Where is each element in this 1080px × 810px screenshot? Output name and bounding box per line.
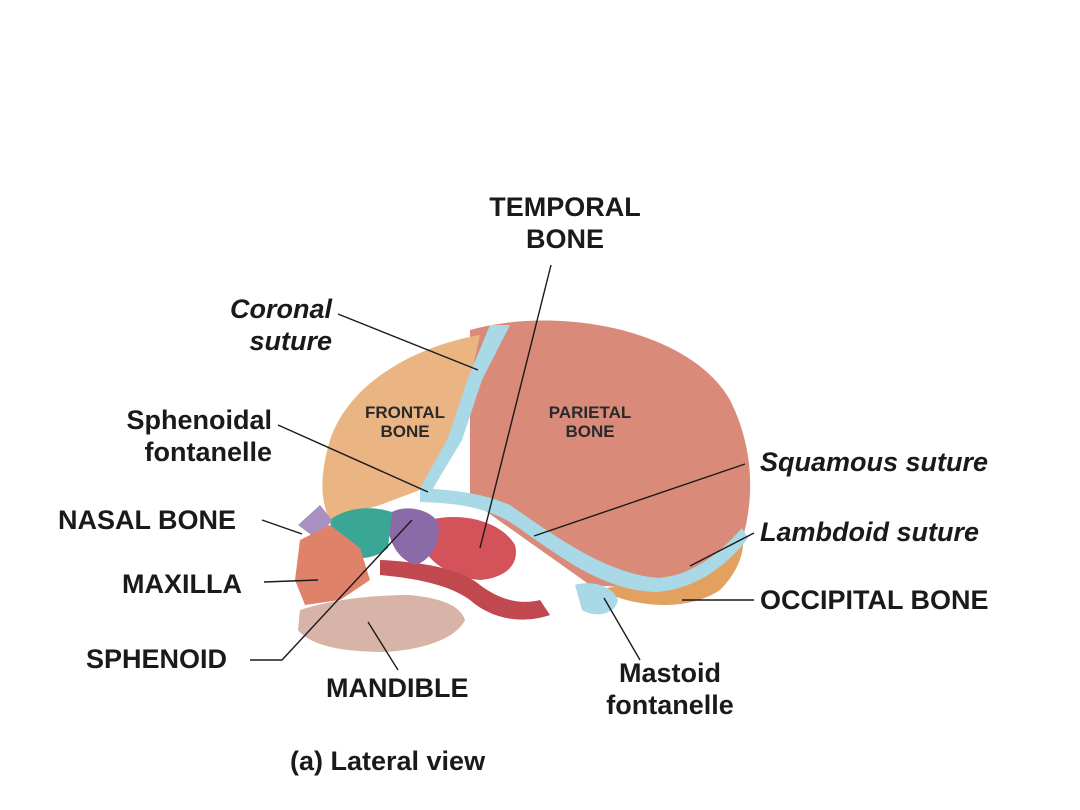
label-nasal-bone: NASAL BONE [58,505,237,535]
label-maxilla: MAXILLA [122,569,242,599]
parietal-bone-shape [470,320,751,587]
leader-lambdoid [689,532,755,567]
leader-maxilla [263,579,319,583]
label-coronal-suture: Coronal suture [229,294,332,356]
leader-coronal [337,313,479,371]
label-parietal-bone: PARIETAL BONE [548,403,632,441]
label-temporal-bone: TEMPORAL BONE [489,192,641,254]
leader-temporal [479,264,552,549]
label-frontal-bone: FRONTAL BONE [365,403,445,441]
label-sphenoid: SPHENOID [86,644,228,674]
label-lambdoid-suture: Lambdoid suture [760,517,980,547]
mastoid-fontanelle-shape [575,583,618,615]
caption: (a) Lateral view [290,746,486,776]
zygomatic-arch-shape [380,560,550,620]
leader-squamous [533,463,746,537]
label-mandible: MANDIBLE [326,673,469,703]
leader-lines [250,264,755,671]
frontal-bone-shape [322,335,480,520]
leader-nasal [261,519,303,535]
label-occipital-bone: OCCIPITAL BONE [760,585,989,615]
leader-sphenoid [250,519,413,661]
label-sphenoidal-fontanelle: Sphenoidal fontanelle [126,405,272,467]
leader-sphenoidal-fontanelle [277,424,429,493]
coronal-suture-shape [420,325,510,490]
leader-mandible [367,621,399,671]
leader-mastoid [603,597,641,661]
label-squamous-suture: Squamous suture [760,447,989,477]
squamous-suture-shape [420,488,748,592]
label-mastoid-fontanelle: Mastoid fontanelle [606,658,734,720]
temporal-bone-shape [422,517,516,580]
mandible-shape [298,595,465,652]
sphenoid-bone-shape [388,508,439,565]
